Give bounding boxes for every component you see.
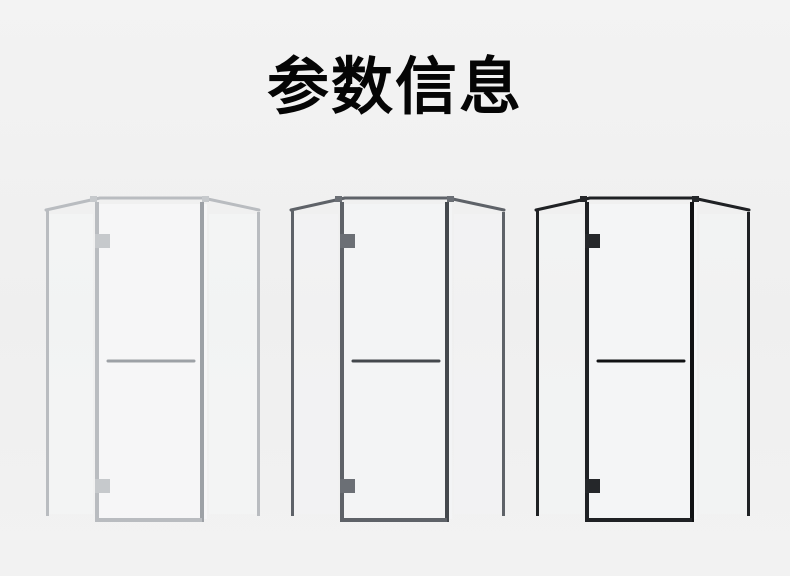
top-rail-right bbox=[691, 196, 751, 212]
top-rail-right bbox=[446, 196, 506, 212]
left-side-glass bbox=[538, 214, 583, 514]
right-wall-profile bbox=[502, 212, 505, 516]
left-wall-profile bbox=[291, 211, 294, 516]
upper-hinge bbox=[95, 234, 110, 248]
top-right-clamp bbox=[202, 196, 209, 202]
shower-enclosure-gunmetal-illustration bbox=[289, 196, 506, 522]
page-title: 参数信息 bbox=[266, 50, 523, 123]
lower-hinge bbox=[340, 479, 355, 493]
right-side-glass bbox=[209, 214, 258, 514]
shower-enclosure-silver-illustration bbox=[44, 196, 261, 522]
shower-enclosure-black bbox=[530, 190, 760, 530]
top-left-clamp bbox=[90, 196, 97, 202]
top-left-clamp bbox=[335, 196, 342, 202]
left-wall-profile bbox=[46, 211, 49, 516]
top-right-clamp bbox=[447, 196, 454, 202]
shower-enclosure-black-illustration bbox=[534, 196, 751, 522]
upper-hinge bbox=[340, 234, 355, 248]
left-side-glass bbox=[48, 214, 93, 514]
door-left-profile bbox=[95, 202, 99, 522]
door-right-profile bbox=[200, 202, 204, 522]
right-wall-profile bbox=[257, 212, 260, 516]
door-right-profile bbox=[690, 202, 694, 522]
top-left-clamp bbox=[580, 196, 587, 202]
lower-hinge bbox=[585, 479, 600, 493]
upper-hinge bbox=[585, 234, 600, 248]
top-right-clamp bbox=[692, 196, 699, 202]
door-bottom-profile bbox=[343, 518, 447, 522]
top-rail-right bbox=[201, 196, 261, 212]
lower-hinge bbox=[95, 479, 110, 493]
right-wall-profile bbox=[747, 212, 750, 516]
right-side-glass bbox=[454, 214, 503, 514]
door-bottom-profile bbox=[588, 518, 692, 522]
left-side-glass bbox=[293, 214, 338, 514]
shower-enclosure-gunmetal bbox=[285, 190, 515, 530]
door-bottom-profile bbox=[98, 518, 202, 522]
door-left-profile bbox=[340, 202, 344, 522]
left-wall-profile bbox=[536, 211, 539, 516]
right-side-glass bbox=[699, 214, 748, 514]
door-right-profile bbox=[445, 202, 449, 522]
shower-enclosure-silver bbox=[40, 190, 270, 530]
door-left-profile bbox=[585, 202, 589, 522]
